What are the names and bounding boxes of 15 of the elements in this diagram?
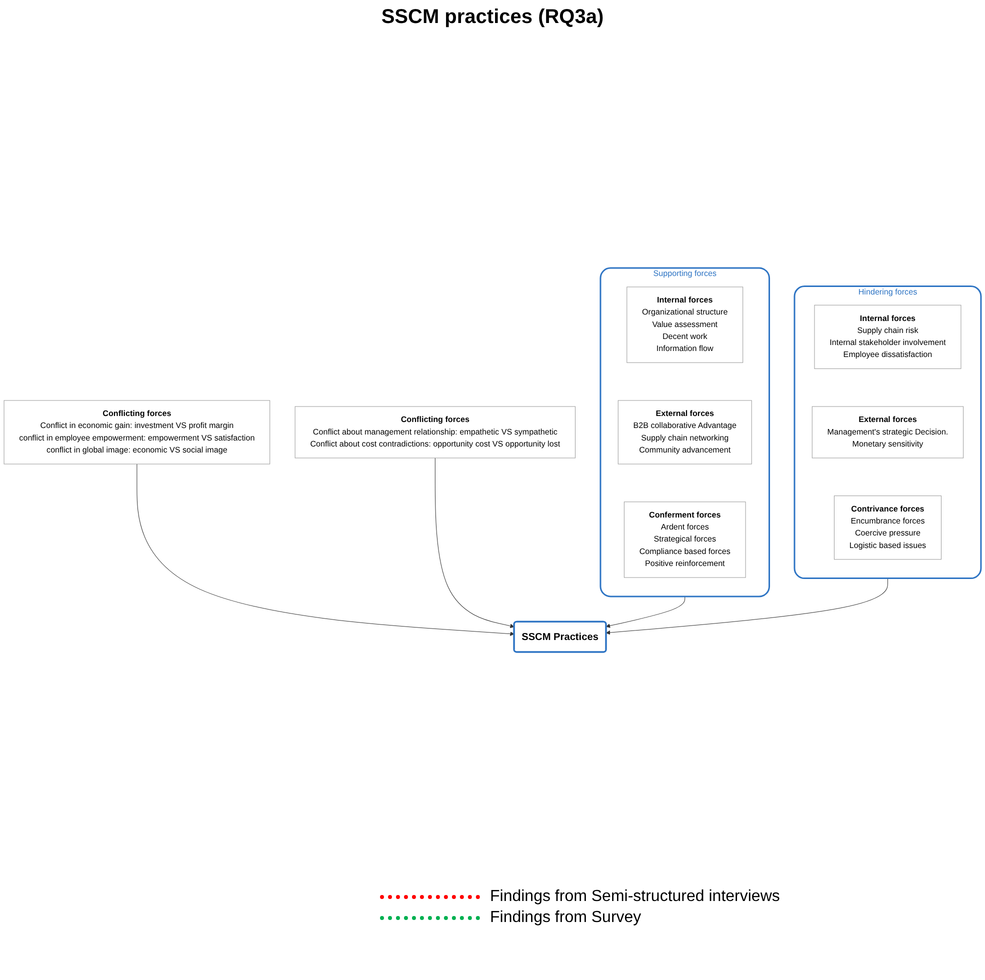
node-box: Conflicting forces Conflict about management relationship: empathetic VS sympathetic Conflict about cost contradictions: opportunity cost VS opportunity lost bbox=[294, 406, 576, 458]
arrow bbox=[606, 578, 888, 635]
node-box: Conflicting forces Conflict in economic gain: investment VS profit margin conflict in employee empowerment: empowerment VS satisfaction conflict in global image: economic VS social image bbox=[4, 400, 270, 464]
node-box: External forces B2B collaborative Advantage Supply chain networking Community advancement bbox=[618, 400, 752, 464]
node-box: Internal forces Supply chain risk Internal stakeholder involvement Employee dissatisfaction bbox=[814, 304, 962, 369]
legend-text: Findings from Semi-structured interviews bbox=[490, 888, 780, 906]
node-box: Contrivance forces Encumbrance forces Coercive pressure Logistic based issues bbox=[834, 496, 942, 560]
legend-text: Findings from Survey bbox=[490, 909, 642, 927]
arrow bbox=[606, 596, 686, 628]
arrow bbox=[434, 458, 514, 628]
node-box: Conferment forces Ardent forces Strategical forces Compliance based forces Positive reinforcement bbox=[624, 502, 746, 578]
node-box: External forces Management's strategic Decision. Monetary sensitivity bbox=[812, 406, 964, 458]
node-box: Internal forces Organizational structure Value assessment Decent work Information flow bbox=[626, 286, 744, 363]
diagram-title: SSCM practices (RQ3a) bbox=[380, 6, 605, 29]
arrow bbox=[136, 464, 514, 636]
